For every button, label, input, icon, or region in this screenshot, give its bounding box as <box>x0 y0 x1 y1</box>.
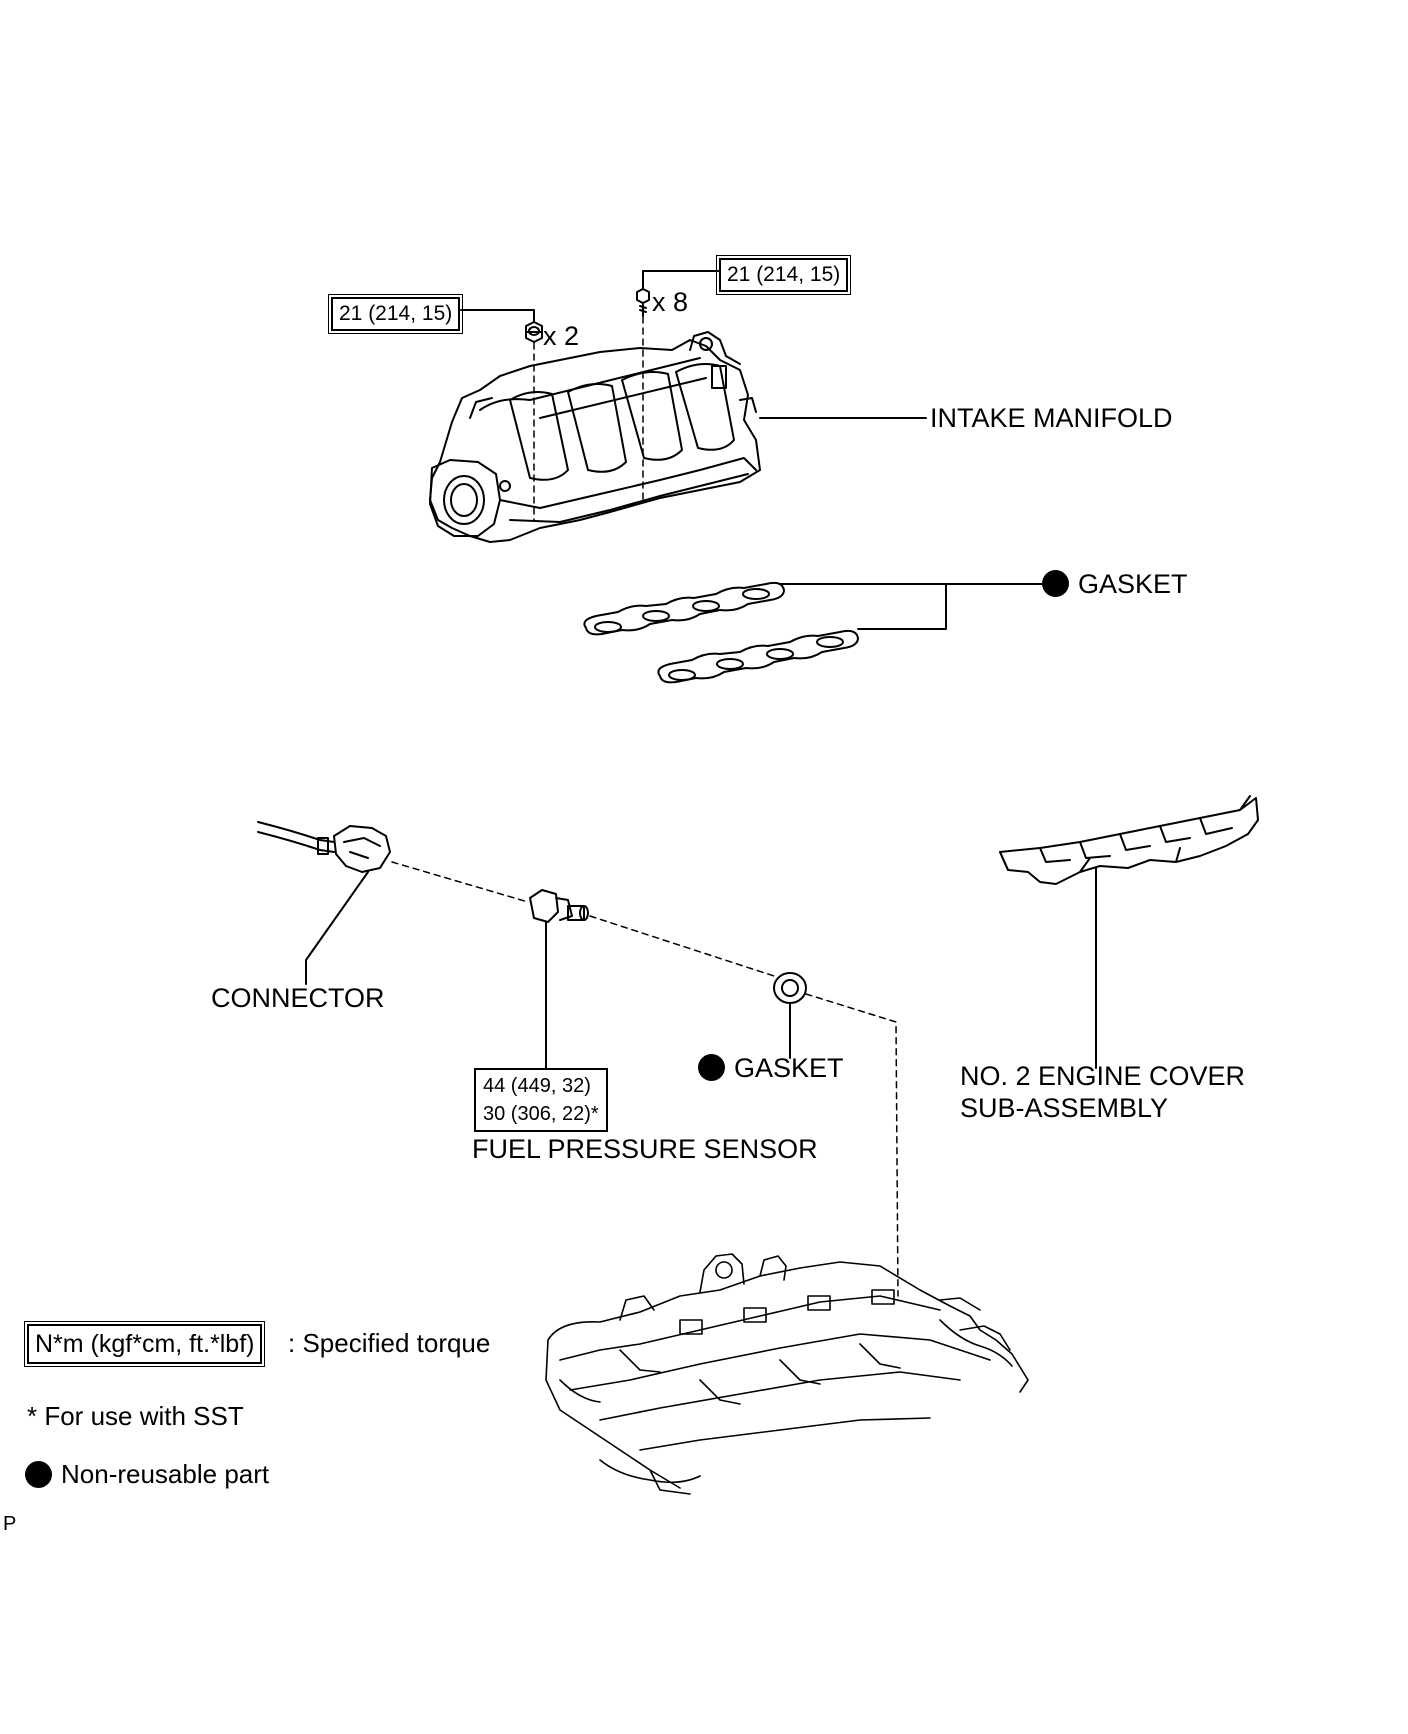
connector-drawing <box>257 821 391 873</box>
engine-assembly-drawing <box>545 1253 1029 1495</box>
corner-mark: P <box>3 1513 17 1535</box>
non-reusable-marker-icon <box>25 1460 52 1488</box>
gasket-top-label: GASKET <box>1042 568 1188 600</box>
intake-manifold-label: INTAKE MANIFOLD <box>930 403 1173 433</box>
nut-quantity: x 2 <box>543 321 580 351</box>
bolt-quantity: x 8 <box>652 287 689 317</box>
sensor-torque-box: 44 (449, 32) 30 (306, 22)* <box>474 1068 608 1132</box>
legend-sst-note: * For use with SST <box>27 1401 244 1431</box>
bolt-drawing <box>636 288 650 317</box>
sensor-gasket-drawing <box>773 972 807 1004</box>
connector-label: CONNECTOR <box>211 983 385 1013</box>
engine-cover-label-line2: SUB-ASSEMBLY <box>960 1093 1169 1123</box>
nut-drawing <box>525 321 543 343</box>
gasket-top-text: GASKET <box>1078 569 1188 599</box>
legend-non-reusable: Non-reusable part <box>25 1458 269 1490</box>
intake-gasket-upper-drawing <box>583 581 785 636</box>
nut-torque-value: 21 (214, 15) <box>339 302 453 325</box>
engine-cover-label-line1: NO. 2 ENGINE COVER <box>960 1061 1246 1091</box>
non-reusable-marker-icon <box>698 1054 725 1082</box>
bolt-torque-box: 21 (214, 15) <box>715 255 852 295</box>
nut-torque-box: 21 (214, 15) <box>327 294 464 334</box>
bolt-torque-value: 21 (214, 15) <box>727 263 841 286</box>
sensor-torque-value-std: 44 (449, 32) <box>483 1075 591 1097</box>
legend-non-reusable-text: Non-reusable part <box>61 1459 270 1489</box>
legend-torque-desc: : Specified torque <box>288 1328 491 1358</box>
fuel-pressure-sensor-drawing <box>529 889 589 923</box>
non-reusable-marker-icon <box>1042 570 1069 598</box>
connector-leader <box>305 871 369 985</box>
sensor-torque-value-sst: 30 (306, 22)* <box>483 1103 599 1125</box>
gasket-bottom-text: GASKET <box>734 1053 844 1083</box>
intake-manifold-drawing <box>429 331 761 543</box>
fuel-pressure-sensor-label: FUEL PRESSURE SENSOR <box>472 1134 818 1164</box>
gasket-bottom-label: GASKET <box>698 1052 844 1084</box>
legend-torque-unit: N*m (kgf*cm, ft.*lbf) <box>23 1321 266 1367</box>
bolt-torque-leader <box>642 270 720 290</box>
engine-cover-drawing <box>999 795 1259 885</box>
nut-torque-leader <box>460 309 535 323</box>
intake-gasket-lower-drawing <box>657 629 859 684</box>
